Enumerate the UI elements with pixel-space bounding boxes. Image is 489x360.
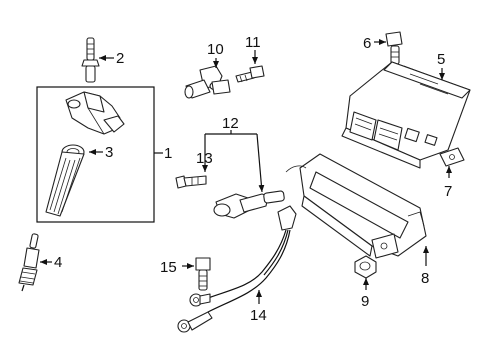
- callout-3: 3: [105, 144, 113, 161]
- part-4-spark-plug: [18, 233, 40, 292]
- callout-2: 2: [116, 50, 124, 67]
- part-2-stud: [81, 37, 100, 83]
- part-9-nut: [354, 255, 377, 279]
- callout-1: 1: [164, 145, 172, 162]
- part-8-bracket: [285, 153, 427, 259]
- callout-14: 14: [250, 307, 267, 324]
- callout-4: 4: [54, 254, 62, 271]
- callout-7: 7: [444, 183, 452, 200]
- coil-group-box: [36, 86, 155, 223]
- callout-15: 15: [160, 259, 177, 276]
- part-7-clip: [439, 147, 465, 167]
- callout-12: 12: [222, 115, 239, 132]
- leader-12-right: [256, 133, 265, 193]
- part-11-bolt: [235, 65, 265, 83]
- ignition-coil-head: [65, 91, 125, 135]
- callout-10: 10: [207, 41, 224, 58]
- callout-8: 8: [421, 270, 429, 287]
- part-13-bolt: [175, 175, 207, 189]
- callout-13: 13: [196, 150, 213, 167]
- part-12-sensor: [213, 190, 285, 219]
- part-14-harness: [177, 205, 297, 333]
- callout-6: 6: [363, 35, 371, 52]
- part-6-bolt: [385, 31, 403, 65]
- callout-11: 11: [245, 34, 261, 51]
- part-3-coil-boot: [45, 144, 85, 217]
- part-5-ecu: [341, 61, 471, 169]
- callout-5: 5: [437, 51, 445, 68]
- part-10-sensor: [184, 65, 231, 99]
- callout-9: 9: [361, 293, 369, 310]
- part-15-bolt: [195, 257, 211, 291]
